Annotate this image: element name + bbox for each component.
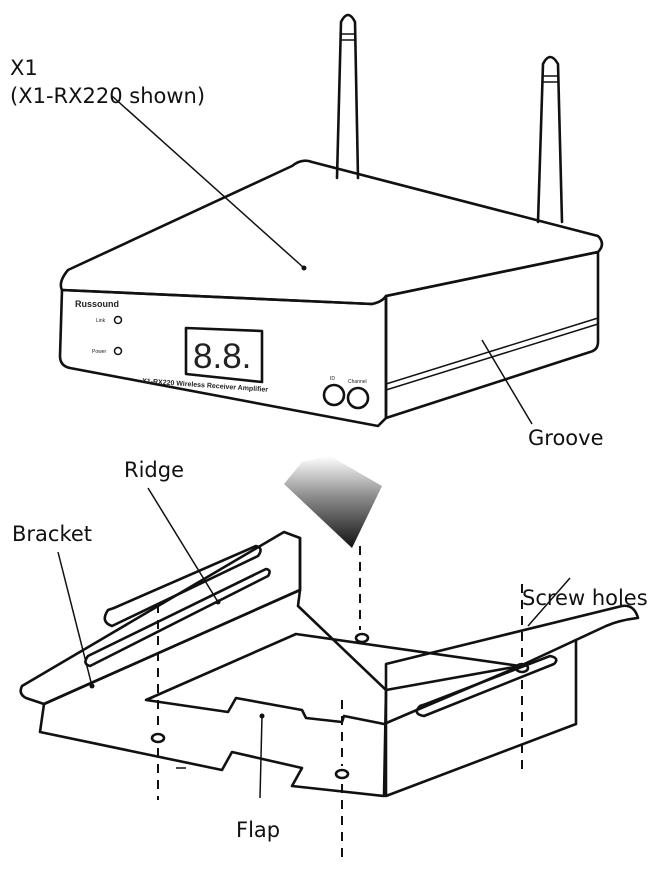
id-button-label: ID <box>330 376 335 382</box>
mounting-bracket <box>19 530 640 798</box>
screw-holes-label: Screw holes <box>522 586 648 610</box>
flap-label: Flap <box>236 818 281 842</box>
channel-button-label: Channel <box>348 379 367 385</box>
link-indicator-label: Link <box>96 318 106 324</box>
ridge-label: Ridge <box>124 458 185 482</box>
brand-logo: Russound <box>75 299 119 309</box>
antenna-right <box>536 55 564 224</box>
antenna-left <box>335 13 360 180</box>
segment-display: 8.8. <box>193 337 251 376</box>
device-label: X1 <box>10 56 38 80</box>
power-indicator-label: Power <box>92 349 107 355</box>
down-arrow-icon <box>284 456 382 548</box>
device-note-label: (X1-RX220 shown) <box>10 84 206 108</box>
bracket-label: Bracket <box>12 522 93 546</box>
groove-label: Groove <box>528 426 604 450</box>
receiver-device: Russound Link Power 8.8. X1-RX220 Wirele… <box>58 159 604 428</box>
